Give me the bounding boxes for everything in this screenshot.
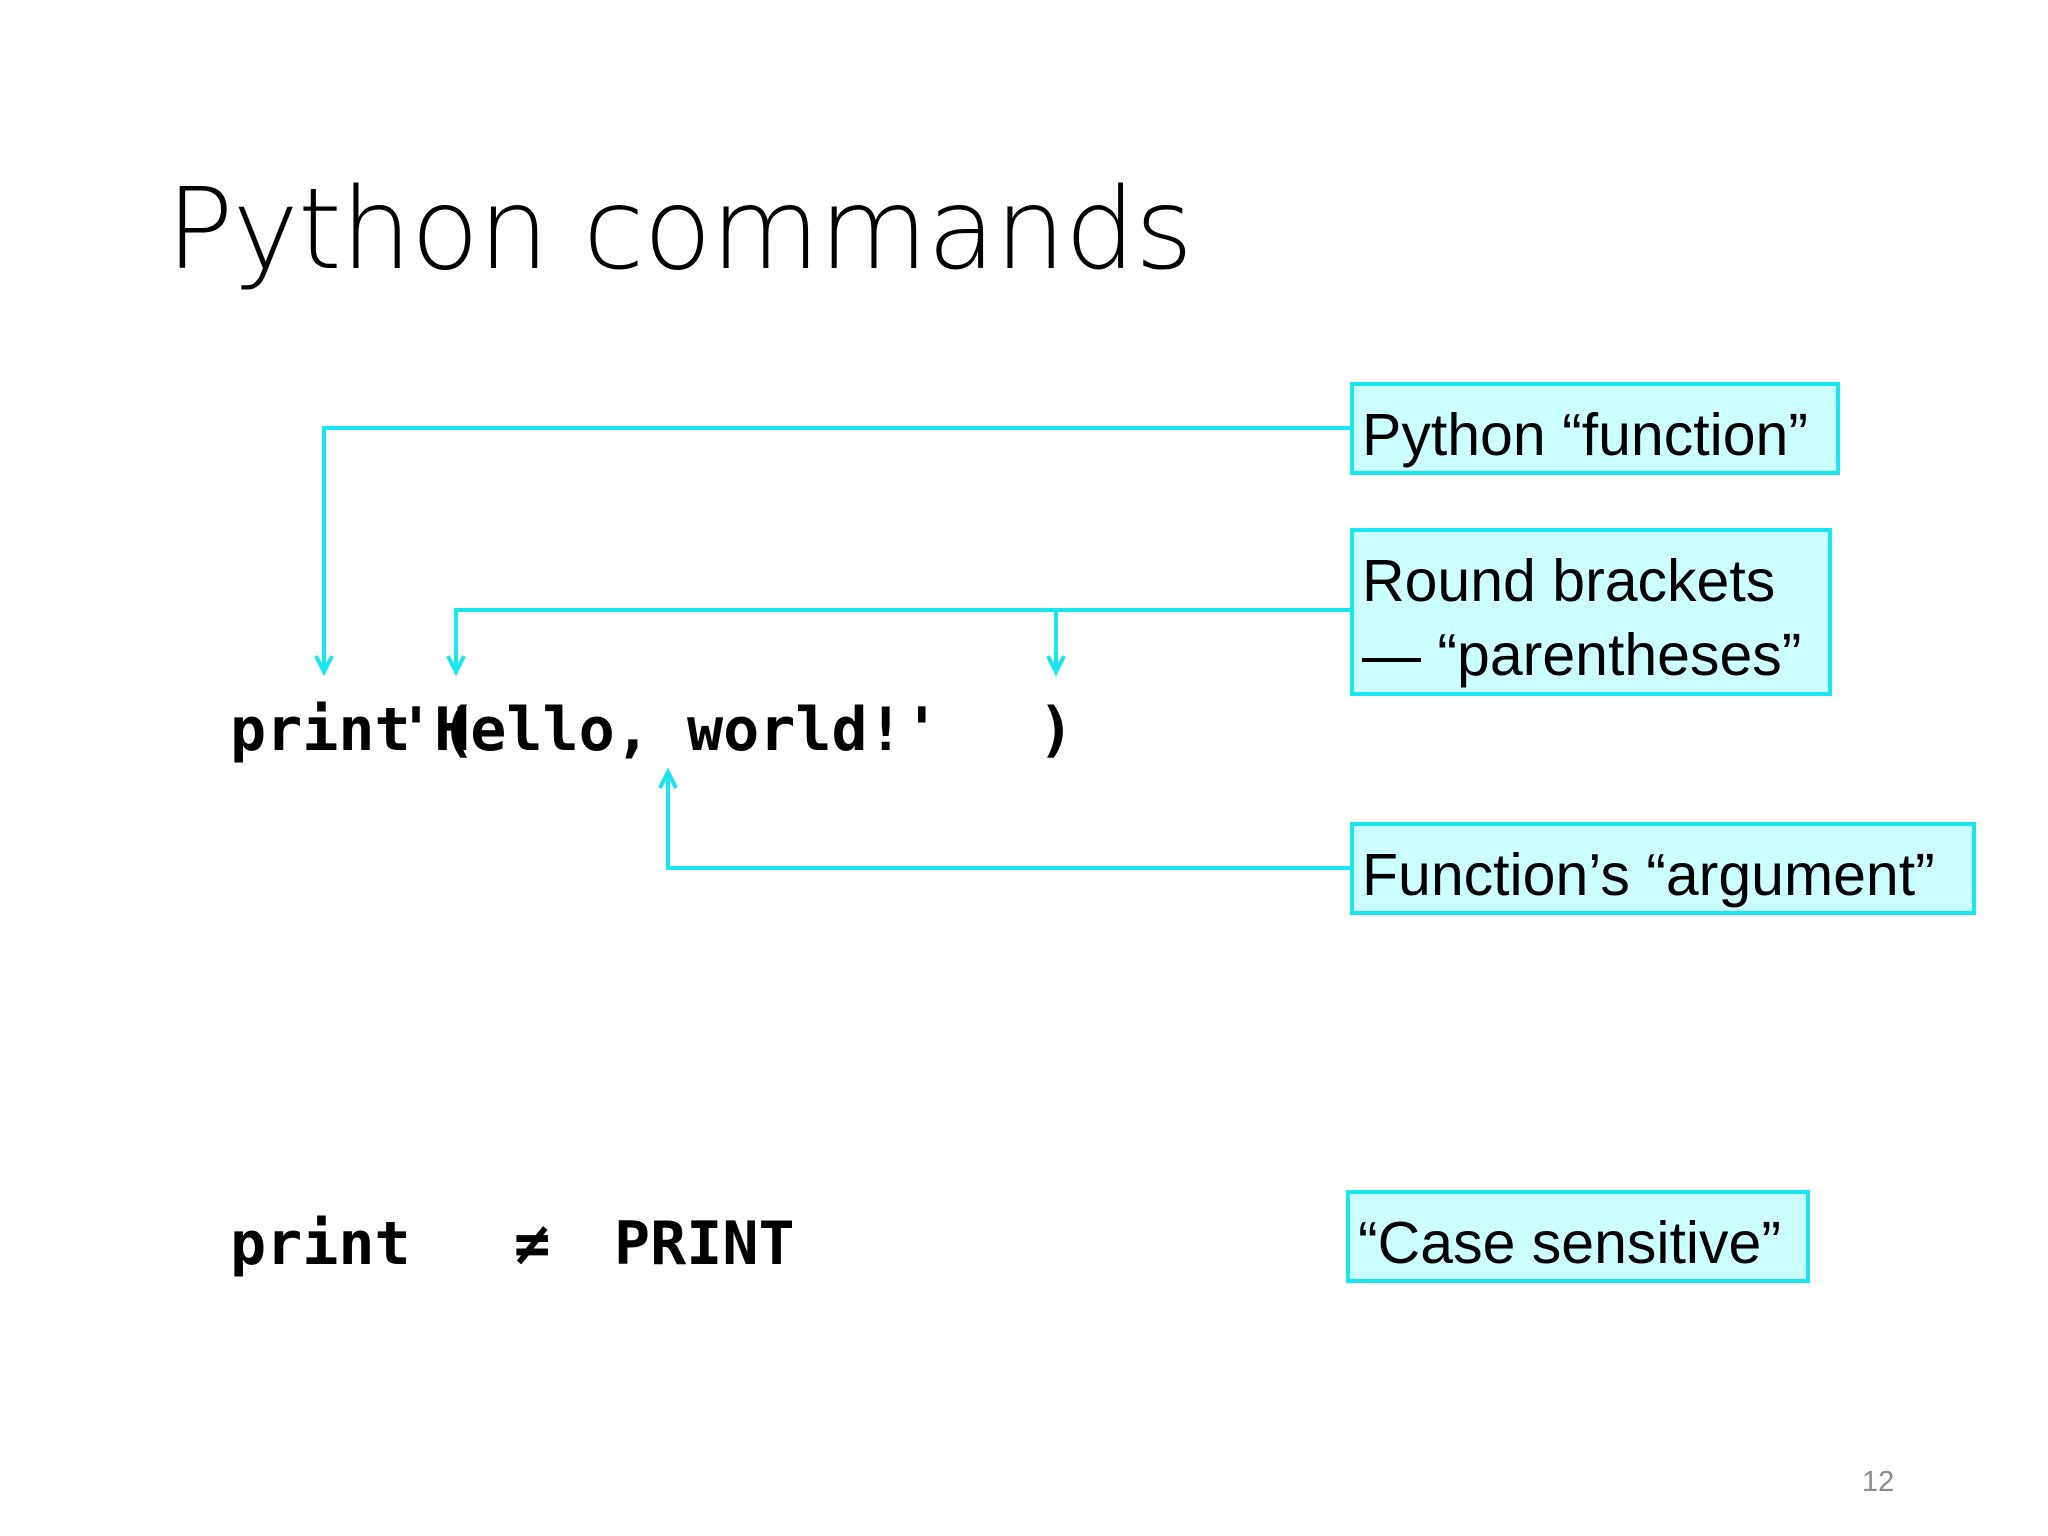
callout-argument-text: Function’s “argument”	[1362, 842, 1935, 908]
callout-function-text: Python “function”	[1362, 402, 1809, 468]
callout-case-sensitive: “Case sensitive”	[1346, 1190, 1810, 1283]
argument-connector	[666, 772, 1352, 870]
callout-case-sensitive-text: “Case sensitive”	[1358, 1210, 1781, 1276]
code-print-upper: PRINT	[614, 1209, 795, 1279]
open-paren-arrowhead	[446, 655, 466, 677]
open-paren-connector	[454, 608, 1352, 672]
slide-title: Python commands	[166, 165, 1193, 295]
argument-arrowhead	[658, 767, 678, 789]
code-print-lower: print	[230, 1209, 411, 1279]
code-open-paren: (	[440, 695, 477, 765]
code-close-paren: )	[1038, 695, 1075, 765]
code-not-equal: ≠	[514, 1209, 551, 1279]
function-arrowhead	[314, 655, 334, 677]
code-argument: 'Hello, world!'	[398, 695, 940, 765]
callout-parentheses-line2: — “parentheses”	[1362, 622, 1802, 688]
callout-argument: Function’s “argument”	[1350, 822, 1976, 915]
close-paren-arrowhead	[1046, 655, 1066, 677]
code-print-func: print	[230, 695, 411, 765]
callout-parentheses-line1: Round brackets	[1362, 548, 1776, 614]
callout-function: Python “function”	[1350, 382, 1840, 475]
function-connector	[322, 426, 1352, 672]
callout-parentheses: Round brackets — “parentheses”	[1350, 528, 1832, 696]
page-number: 12	[1862, 1466, 1895, 1498]
